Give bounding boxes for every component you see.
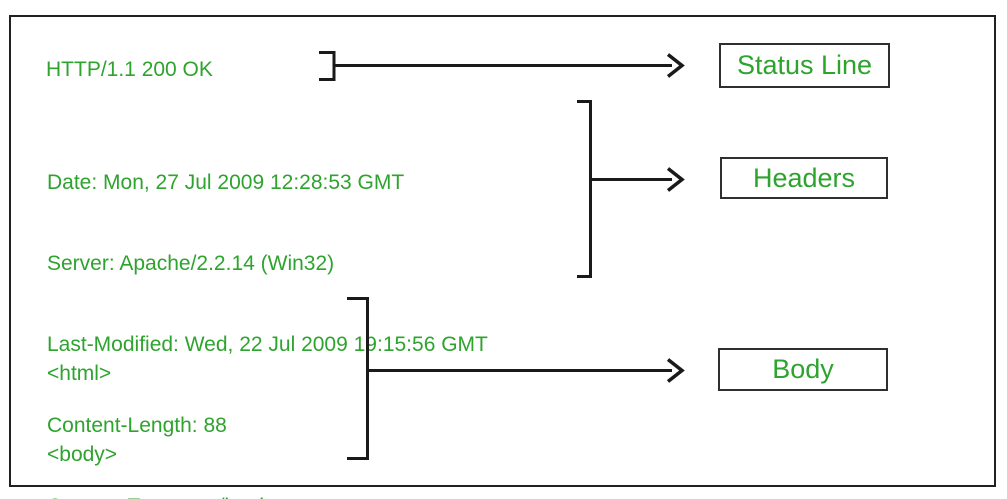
- body-line: <body>: [47, 443, 118, 466]
- response-headers-block: Date: Mon, 27 Jul 2009 12:28:53 GMT Serv…: [47, 115, 488, 499]
- header-line: Content-Type: text/html: [47, 493, 488, 499]
- header-line: Date: Mon, 27 Jul 2009 12:28:53 GMT: [47, 171, 405, 194]
- body-label-box: Body: [718, 348, 888, 391]
- body-label: Body: [772, 354, 834, 384]
- header-line: Content-Length: 88: [47, 414, 227, 437]
- response-body-block: <html> <body> <h1>Hello, World!</h1> </b…: [47, 306, 268, 499]
- headers-label-box: Headers: [720, 157, 888, 199]
- header-line: Server: Apache/2.2.14 (Win32): [47, 252, 335, 275]
- status-line-text: HTTP/1.1 200 OK: [46, 58, 213, 81]
- header-line: Last-Modified: Wed, 22 Jul 2009 19:15:56…: [47, 333, 488, 356]
- status-line-label-box: Status Line: [719, 43, 890, 88]
- body-line: <html>: [47, 362, 112, 385]
- status-line-label: Status Line: [736, 50, 873, 80]
- headers-label: Headers: [752, 162, 856, 193]
- diagram-border: [9, 15, 996, 487]
